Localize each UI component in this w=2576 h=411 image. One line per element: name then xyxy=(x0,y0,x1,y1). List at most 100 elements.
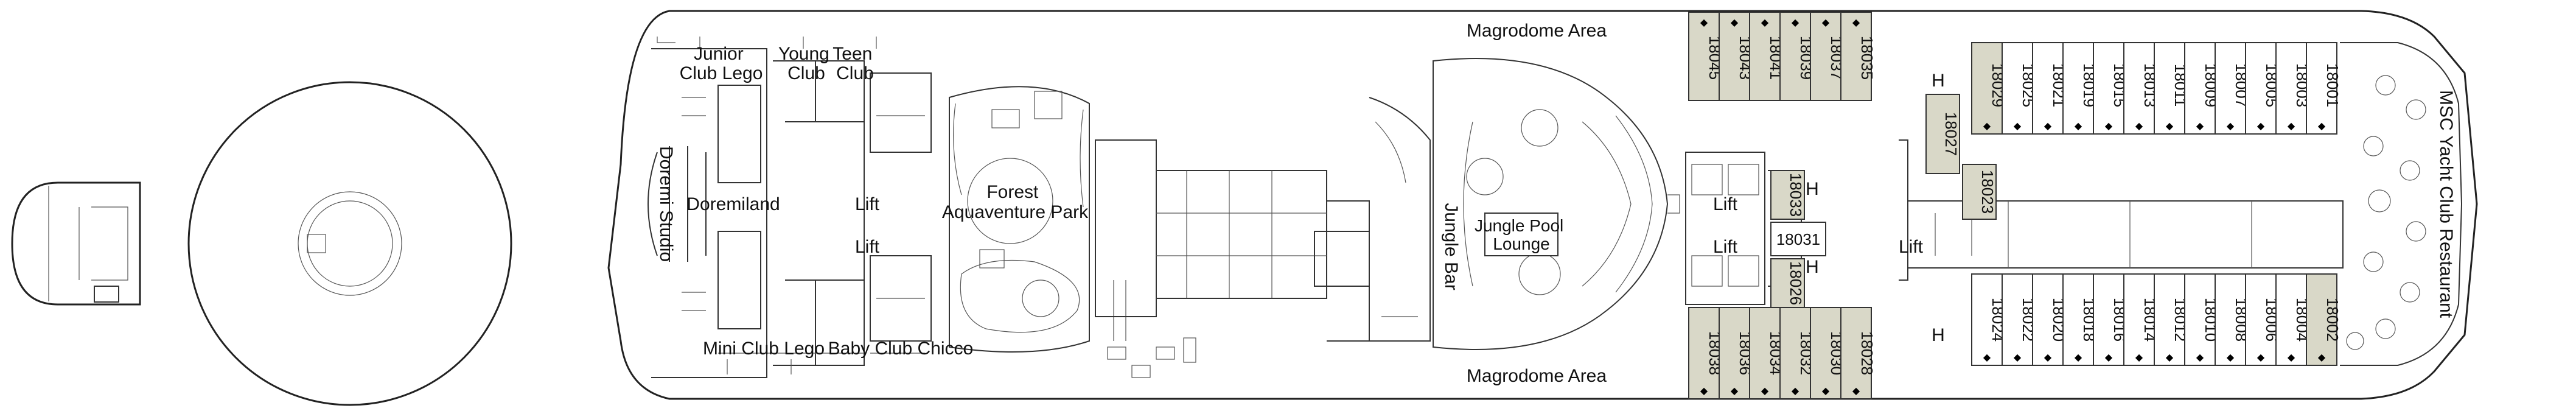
label-msc-yacht-club-restaurant: MSC Yacht Club Restaurant xyxy=(2436,90,2456,318)
label-h-upper: H xyxy=(1806,179,1819,199)
bottom-yacht-club-cabin[interactable] xyxy=(1971,273,2003,366)
top-yacht-club-cabin[interactable] xyxy=(2215,42,2246,135)
top-outer-cabin-marker: ◆ xyxy=(1852,16,1860,28)
top-yacht-club-cabin[interactable] xyxy=(2093,42,2124,135)
top-outer-cabin-marker: ◆ xyxy=(1700,16,1708,28)
top-outer-cabin[interactable] xyxy=(1840,12,1872,101)
cabin-group-bottom-yacht-club: 18024◆18022◆18020◆18018◆18016◆18014◆1801… xyxy=(1971,273,2342,366)
bottom-yacht-club-cabin[interactable] xyxy=(2154,273,2185,366)
bottom-yacht-club-cabin[interactable] xyxy=(2245,273,2277,366)
bottom-outer-cabin-marker: ◆ xyxy=(1761,385,1769,396)
bottom-yacht-club-cabin-marker: ◆ xyxy=(2288,351,2295,363)
bottom-yacht-club-cabin-marker: ◆ xyxy=(2257,351,2265,363)
top-yacht-club-cabin[interactable] xyxy=(1971,42,2003,135)
bottom-outer-cabin[interactable] xyxy=(1688,307,1720,399)
label-jungle-pool-lounge: Jungle Pool Lounge xyxy=(1475,216,1568,253)
label-young-club: Young Club xyxy=(778,44,834,83)
label-magrodome-area-top: Magrodome Area xyxy=(1467,21,1607,41)
bottom-outer-cabin-marker: ◆ xyxy=(1852,385,1860,396)
label-magrodome-area-bottom: Magrodome Area xyxy=(1467,366,1607,386)
top-yacht-club-cabin[interactable] xyxy=(2184,42,2216,135)
top-outer-cabin-marker: ◆ xyxy=(1792,16,1799,28)
top-yacht-club-cabin-marker: ◆ xyxy=(2105,120,2113,132)
bottom-yacht-club-cabin-marker: ◆ xyxy=(2318,351,2326,363)
top-yacht-club-cabin-marker: ◆ xyxy=(2044,120,2052,132)
top-yacht-club-cabin-marker: ◆ xyxy=(2075,120,2082,132)
bottom-yacht-club-cabin[interactable] xyxy=(2062,273,2094,366)
label-lift-aft-bottom: Lift xyxy=(855,237,880,257)
cabin-number-inner-bottom[interactable]: 18023 xyxy=(1978,170,1997,214)
bottom-outer-cabin-marker: ◆ xyxy=(1731,385,1739,396)
lounge-tables xyxy=(1107,337,1196,378)
bottom-yacht-club-cabin[interactable] xyxy=(2306,273,2337,366)
top-yacht-club-cabin-marker: ◆ xyxy=(2288,120,2295,132)
bottom-outer-cabin-marker: ◆ xyxy=(1792,385,1799,396)
bottom-yacht-club-cabin-marker: ◆ xyxy=(2196,351,2204,363)
top-yacht-club-cabin-marker: ◆ xyxy=(2227,120,2235,132)
bottom-yacht-club-cabin[interactable] xyxy=(2002,273,2033,366)
bottom-outer-cabin[interactable] xyxy=(1840,307,1872,399)
cabin-number-inner-top[interactable]: 18027 xyxy=(1942,112,1960,156)
top-outer-cabin-marker: ◆ xyxy=(1822,16,1830,28)
top-yacht-club-cabin[interactable] xyxy=(2275,42,2307,135)
label-h-bottom-grey: H xyxy=(1932,325,1945,345)
deck-fragment-left xyxy=(11,181,141,306)
bottom-yacht-club-cabin-marker: ◆ xyxy=(2075,351,2082,363)
forward-lobby xyxy=(1685,139,2344,305)
label-lift-aft-top: Lift xyxy=(855,194,880,214)
top-yacht-club-cabin[interactable] xyxy=(2032,42,2064,135)
cabin-number-inner-lower[interactable]: 18026 xyxy=(1787,261,1805,305)
label-mini-club-lego: Mini Club Lego xyxy=(703,339,825,359)
bottom-yacht-club-cabin[interactable] xyxy=(2215,273,2246,366)
top-outer-cabin[interactable] xyxy=(1810,12,1841,101)
bottom-yacht-club-cabin-marker: ◆ xyxy=(2135,351,2143,363)
bottom-yacht-club-cabin[interactable] xyxy=(2275,273,2307,366)
top-yacht-club-cabin-marker: ◆ xyxy=(1983,120,1991,132)
bottom-outer-cabin[interactable] xyxy=(1719,307,1750,399)
top-yacht-club-cabin-marker: ◆ xyxy=(2196,120,2204,132)
top-yacht-club-cabin[interactable] xyxy=(2245,42,2277,135)
area-labels: Junior Club Lego Young Club Teen Club Do… xyxy=(656,21,2456,386)
central-block xyxy=(1095,97,1431,342)
cabin-group-top-yacht-club: 18029◆18025◆18021◆18019◆18015◆18013◆1801… xyxy=(1971,42,2342,135)
bottom-yacht-club-cabin-marker: ◆ xyxy=(2166,351,2174,363)
bottom-outer-cabin-number[interactable]: 18028 xyxy=(1858,331,1876,375)
bottom-outer-cabin-marker: ◆ xyxy=(1822,385,1830,396)
label-forest-aquaventure-park: Forest Aquaventure Park xyxy=(942,182,1089,222)
forest-aquaventure-park xyxy=(949,86,1126,353)
top-outer-cabin-marker: ◆ xyxy=(1731,16,1739,28)
top-outer-cabin-marker: ◆ xyxy=(1761,16,1769,28)
label-junior-club-lego: Junior Club Lego xyxy=(680,44,763,83)
label-jungle-bar: Jungle Bar xyxy=(1441,203,1461,290)
cabin-number-inner-mid[interactable]: 18031 xyxy=(1776,230,1820,248)
bottom-yacht-club-cabin-marker: ◆ xyxy=(1983,351,1991,363)
label-doremiland: Doremiland xyxy=(686,194,780,214)
top-yacht-club-cabin[interactable] xyxy=(2306,42,2337,135)
label-lift-yacht: Lift xyxy=(1899,237,1924,257)
label-baby-club-chicco: Baby Club Chicco xyxy=(828,339,973,359)
kids-club-section xyxy=(647,37,932,378)
bottom-yacht-club-cabin-marker: ◆ xyxy=(2227,351,2235,363)
round-deck xyxy=(187,81,512,406)
bottom-yacht-club-cabin[interactable] xyxy=(2032,273,2064,366)
top-yacht-club-cabin[interactable] xyxy=(2154,42,2185,135)
top-yacht-club-cabin[interactable] xyxy=(2062,42,2094,135)
label-teen-club: Teen Club xyxy=(832,44,877,83)
label-h-top-grey: H xyxy=(1932,71,1945,91)
bottom-yacht-club-cabin-marker: ◆ xyxy=(2014,351,2022,363)
top-yacht-club-cabin-marker: ◆ xyxy=(2014,120,2022,132)
cabin-number-inner-upper[interactable]: 18033 xyxy=(1787,173,1805,217)
yacht-club-restaurant-area xyxy=(2340,42,2463,366)
top-yacht-club-cabin-marker: ◆ xyxy=(2166,120,2174,132)
bottom-outer-cabin-marker: ◆ xyxy=(1700,385,1708,396)
top-outer-cabin[interactable] xyxy=(1779,12,1811,101)
magrodome-pool xyxy=(1433,58,1680,350)
label-h-lower: H xyxy=(1806,257,1819,277)
bottom-yacht-club-cabin[interactable] xyxy=(2093,273,2124,366)
bottom-yacht-club-cabin-number[interactable]: 18002 xyxy=(2323,298,2342,342)
top-yacht-club-cabin-marker: ◆ xyxy=(2257,120,2265,132)
top-yacht-club-cabin-number[interactable]: 18001 xyxy=(2323,63,2342,107)
top-outer-cabin-number[interactable]: 18035 xyxy=(1858,36,1876,80)
top-outer-cabin[interactable] xyxy=(1719,12,1750,101)
